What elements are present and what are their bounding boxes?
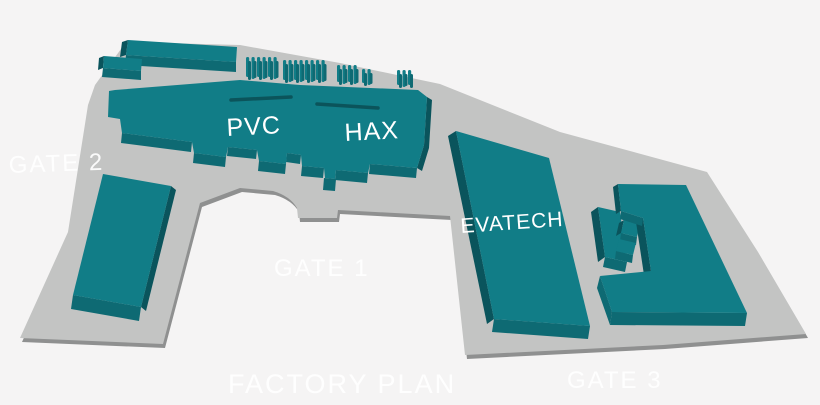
- label-gate-1: GATE 1: [274, 255, 370, 282]
- hax-roof-ridge-line: [315, 102, 380, 110]
- evatech-building: [448, 131, 590, 339]
- main-hall-back-block: [98, 40, 237, 80]
- west-warehouse-building: [71, 174, 176, 321]
- main-factory-hall: [108, 80, 432, 191]
- label-gate-2: GATE 2: [8, 149, 104, 179]
- east-complex-building: [597, 184, 747, 326]
- label-pvc: PVC: [226, 111, 282, 142]
- pvc-roof-ridge-line: [229, 95, 293, 102]
- label-hax: HAX: [344, 116, 400, 147]
- label-gate-3: GATE 3: [567, 367, 663, 394]
- label-factory-plan-title: FACTORY PLAN: [228, 369, 456, 399]
- east-small-block-lower: [615, 239, 636, 263]
- chimney-stacks: [246, 57, 413, 88]
